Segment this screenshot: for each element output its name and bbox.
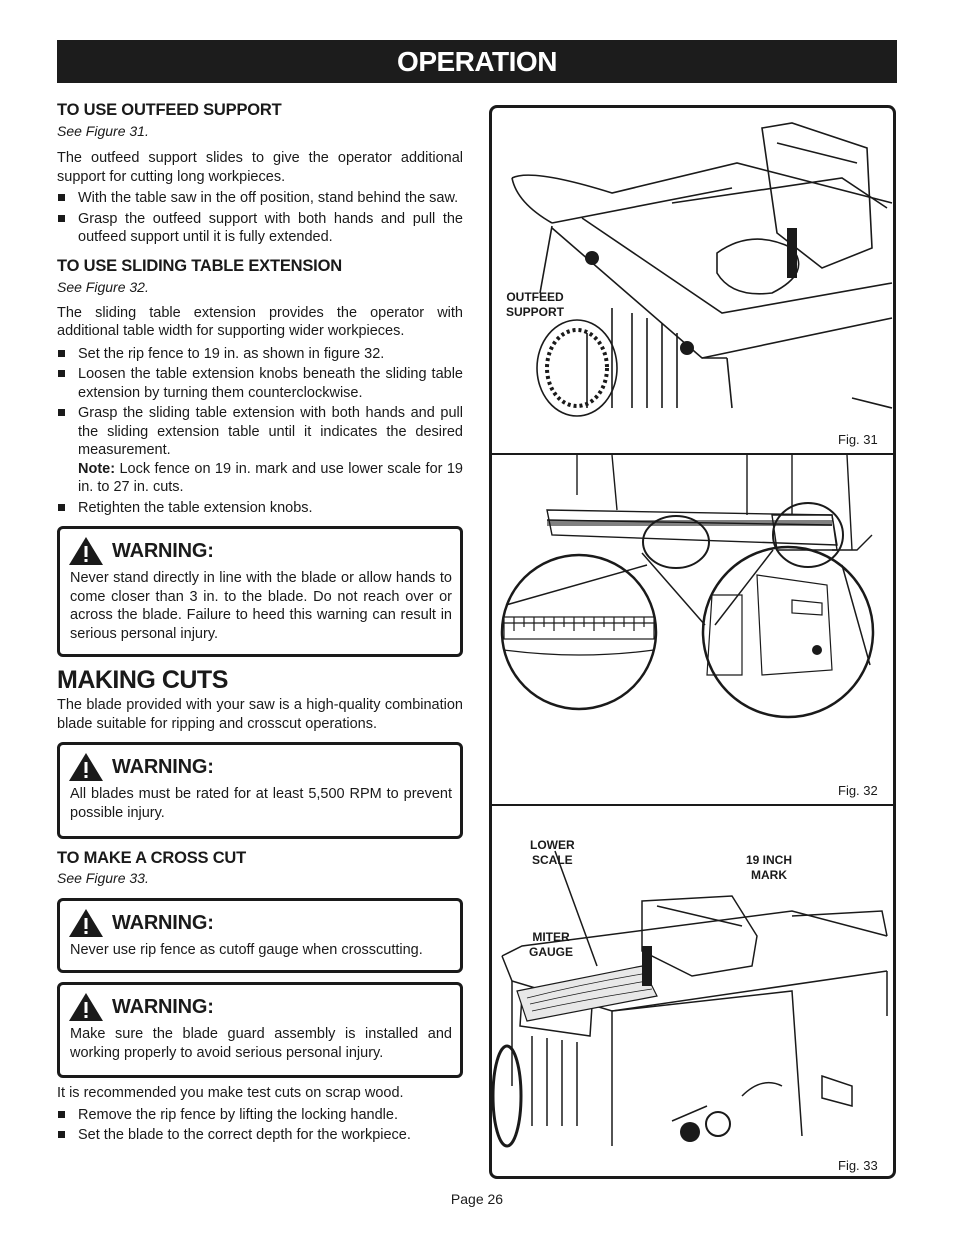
bullet-text: With the table saw in the off position, … (78, 190, 459, 206)
list-item: Loosen the table extension knobs beneath… (57, 365, 463, 402)
warning-text: Make sure the blade guard assembly is in… (70, 1026, 452, 1061)
bullet-text: Grasp the sliding table extension with b… (78, 405, 463, 458)
bullet-text: Loosen the table extension knobs beneath… (78, 366, 463, 401)
callout-line: 19 INCH (746, 853, 793, 867)
figure-33-cross-cut-illustration (492, 850, 888, 1148)
warning-box-blade-distance: WARNING: Never stand directly in line wi… (57, 526, 463, 657)
bullet-square-icon (58, 194, 65, 201)
warning-label: WARNING: (112, 755, 214, 778)
header-banner: OPERATION (57, 40, 897, 83)
figure-31: OUTFEED SUPPORT Fig. 31 (492, 108, 893, 453)
crosscut-heading: TO MAKE A CROSS CUT (57, 849, 247, 867)
figure-31-outfeed-support-illustration (511, 122, 893, 417)
sliding-bullets: Set the rip fence to 19 in. as shown in … (57, 345, 463, 518)
bullet-text: Retighten the table extension knobs. (78, 499, 313, 516)
note-text: Lock fence on 19 in. mark and use lower … (78, 460, 463, 496)
outfeed-paragraph: The outfeed support slides to give the o… (57, 150, 463, 185)
list-item: Set the rip fence to 19 in. as shown in … (57, 345, 463, 364)
fig-32-label: Fig. 32 (838, 783, 878, 798)
outfeed-heading: TO USE OUTFEED SUPPORT (57, 101, 282, 119)
callout-line: SCALE (532, 853, 573, 867)
miter-gauge-label: MITER GAUGE (529, 930, 573, 960)
figure-divider (492, 804, 893, 806)
figure-33: MITER GAUGE Fig. 33 (492, 806, 893, 1176)
outfeed-see-figure: See Figure 31. (57, 123, 149, 139)
sliding-heading: TO USE SLIDING TABLE EXTENSION (57, 256, 342, 275)
warning-triangle-icon (69, 753, 103, 781)
list-item: With the table saw in the off position, … (57, 189, 463, 208)
callout-line: MITER (532, 930, 570, 944)
note-label: Note: (78, 460, 116, 477)
list-item: Retighten the table extension knobs. (57, 499, 463, 518)
figure-divider (492, 453, 893, 455)
warning-header: WARNING: (68, 907, 452, 939)
warning-label: WARNING: (112, 911, 214, 934)
warning-label: WARNING: (112, 995, 214, 1018)
bullet-text: Set the rip fence to 19 in. as shown in … (78, 345, 385, 362)
warning-header: WARNING: (68, 751, 452, 783)
callout-line: OUTFEED (506, 290, 564, 304)
callout-line: MARK (751, 868, 787, 882)
crosscut-see-figure: See Figure 33. (57, 870, 149, 886)
callout-line: SUPPORT (506, 305, 565, 319)
making-cuts-paragraph: The blade provided with your saw is a hi… (57, 697, 463, 732)
outfeed-support-callout: OUTFEED SUPPORT (506, 290, 564, 320)
warning-box-blade-rpm: WARNING: All blades must be rated for at… (57, 742, 463, 839)
bullet-square-icon (58, 1131, 65, 1138)
figure-32-sliding-extension-illustration (500, 455, 875, 719)
sliding-see-figure: See Figure 32. (57, 278, 149, 295)
bullet-square-icon (58, 409, 65, 416)
closing-bullets: Remove the rip fence by lifting the lock… (57, 1106, 463, 1145)
outfeed-bullets: With the table saw in the off position, … (57, 189, 463, 247)
bullet-text: Set the blade to the correct depth for t… (78, 1127, 411, 1143)
list-item: Grasp the outfeed support with both hand… (57, 210, 463, 247)
warning-text: Never stand directly in line with the bl… (70, 570, 452, 642)
bullet-text: Remove the rip fence by lifting the lock… (78, 1106, 398, 1123)
bullet-square-icon (58, 503, 65, 511)
making-cuts-heading: MAKING CUTS (57, 666, 228, 694)
warning-box-blade-guard: WARNING: Make sure the blade guard assem… (57, 982, 463, 1078)
callout-line: LOWER (530, 838, 575, 852)
warning-triangle-icon (69, 909, 103, 937)
lower-scale-label: LOWER SCALE (530, 838, 575, 868)
page-number: Page 26 (450, 1191, 504, 1207)
19-inch-mark-label: 19 INCH MARK (746, 853, 792, 883)
closing-paragraph: It is recommended you make test cuts on … (57, 1085, 404, 1101)
figure-32: LOWER SCALE 19 INCH MARK Fig. 32 (492, 455, 893, 882)
bullet-square-icon (58, 214, 65, 222)
list-item: Remove the rip fence by lifting the lock… (57, 1106, 463, 1125)
fig-31-label: Fig. 31 (838, 432, 878, 447)
page-title: OPERATION (397, 46, 557, 77)
warning-triangle-icon (69, 993, 103, 1021)
bullet-square-icon (58, 370, 65, 377)
figures-panel: OUTFEED SUPPORT Fig. 31 (489, 105, 896, 1179)
warning-header: WARNING: (68, 991, 452, 1023)
text-column: TO USE OUTFEED SUPPORT See Figure 31. Th… (57, 100, 463, 1145)
warning-header: WARNING: (68, 535, 452, 567)
sliding-paragraph: The sliding table extension provides the… (57, 304, 463, 340)
bullet-square-icon (58, 1110, 65, 1118)
callout-line: GAUGE (529, 945, 574, 959)
sliding-note: Note: Lock fence on 19 in. mark and use … (78, 460, 463, 497)
list-item: Grasp the sliding table extension with b… (57, 404, 463, 497)
warning-box-rip-fence: WARNING: Never use rip fence as cutoff g… (57, 898, 463, 973)
list-item: Set the blade to the correct depth for t… (57, 1126, 463, 1145)
warning-text: All blades must be rated for at least 5,… (70, 786, 452, 821)
bullet-text: Grasp the outfeed support with both hand… (78, 210, 463, 246)
warning-text: Never use rip fence as cutoff gauge when… (70, 942, 423, 958)
bullet-square-icon (58, 349, 65, 357)
warning-triangle-icon (69, 537, 103, 565)
warning-label: WARNING: (112, 539, 214, 562)
fig-33-label: Fig. 33 (838, 1158, 878, 1173)
